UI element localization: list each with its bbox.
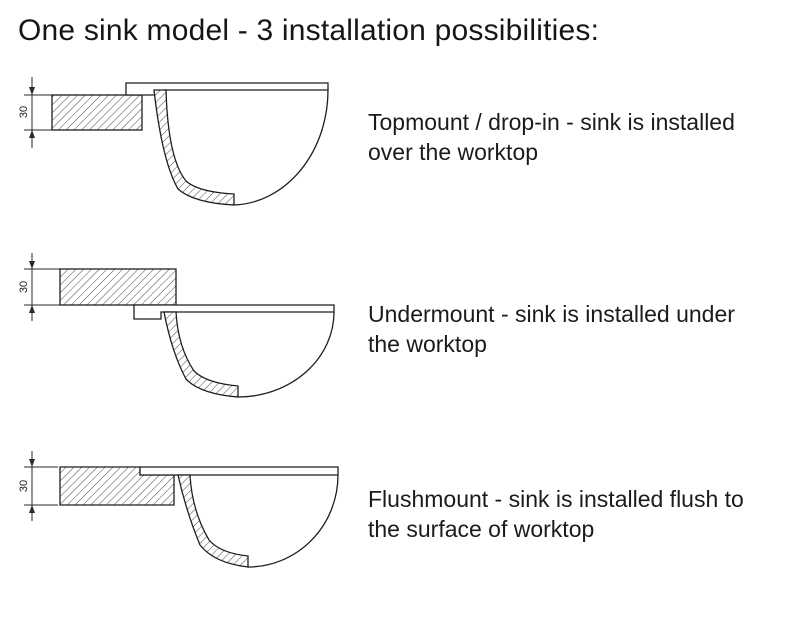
page-title: One sink model - 3 installation possibil…: [18, 14, 600, 47]
worktop-section: [51, 93, 143, 131]
sink-wall-section: [177, 473, 249, 568]
dimension-arrow-bottom: [29, 504, 35, 513]
dimension-label: 30: [18, 479, 30, 491]
worktop-section: [59, 267, 177, 306]
dimension-label: 30: [18, 105, 30, 117]
topmount-drawing: 30: [18, 76, 329, 206]
sink-rim: [133, 303, 335, 320]
flushmount-drawing: 30: [18, 450, 339, 568]
topmount-drawing-wrap: 30: [16, 63, 368, 213]
undermount-caption: Undermount - sink is installed under the…: [368, 301, 735, 357]
dimension-arrow-bottom: [29, 129, 35, 138]
undermount-drawing: 30: [18, 252, 335, 398]
dimension-extension-lines: [24, 466, 58, 505]
flushmount-caption: Flushmount - sink is installed flush to …: [368, 486, 744, 542]
flushmount-drawing-wrap: 30: [16, 447, 368, 583]
sink-bowl-arc: [247, 474, 339, 568]
row-undermount: 30 Undermount - sink is installed under …: [16, 251, 786, 409]
page: One sink model - 3 installation possibil…: [16, 14, 786, 583]
sink-rim: [139, 465, 339, 476]
dimension-arrow-top: [29, 458, 35, 467]
dimension-arrow-top: [29, 86, 35, 95]
row-flushmount: 30 Flushmount - sink is installed flush …: [16, 447, 786, 583]
row-topmount: 30 Topmount / drop-in - sink is installe…: [16, 63, 786, 213]
dimension-label: 30: [18, 280, 30, 292]
dimension-extension-lines: [24, 94, 52, 130]
dimension-arrow-bottom: [29, 304, 35, 313]
sink-bowl-arc: [233, 89, 329, 206]
sink-bowl-arc: [237, 311, 335, 398]
dimension-extension-lines: [24, 268, 60, 305]
dimension-arrow-top: [29, 260, 35, 269]
sink-wall-section: [153, 88, 235, 206]
undermount-drawing-wrap: 30: [16, 251, 368, 409]
topmount-caption: Topmount / drop-in - sink is installed o…: [368, 109, 735, 165]
sink-wall-section: [163, 310, 239, 398]
